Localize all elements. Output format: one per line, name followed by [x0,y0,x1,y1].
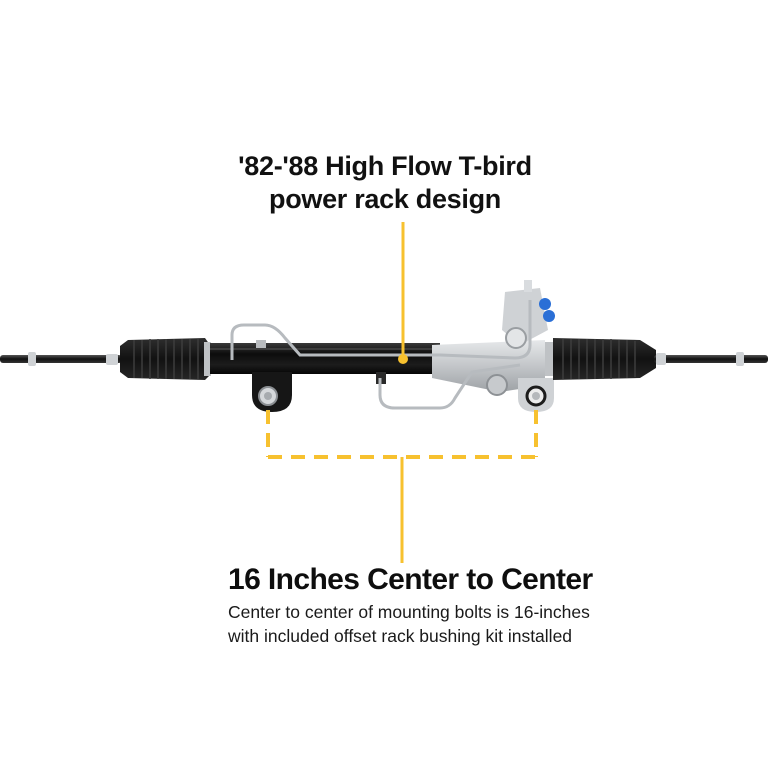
left-bellows-boot [120,338,211,380]
dimension-bracket [266,410,538,459]
spec-description: Center to center of mounting bolts is 16… [228,600,590,648]
right-bellows-boot [545,338,656,380]
spec-title: 16 Inches Center to Center [228,563,593,596]
callout-top-line1: '82-'88 High Flow T-bird [238,151,532,181]
callout-top-text: '82-'88 High Flow T-bird power rack desi… [200,150,570,216]
spec-desc-line2: with included offset rack bushing kit in… [228,626,573,646]
spec-desc-line1: Center to center of mounting bolts is 16… [228,602,590,622]
callout-top-line2: power rack design [269,184,501,214]
